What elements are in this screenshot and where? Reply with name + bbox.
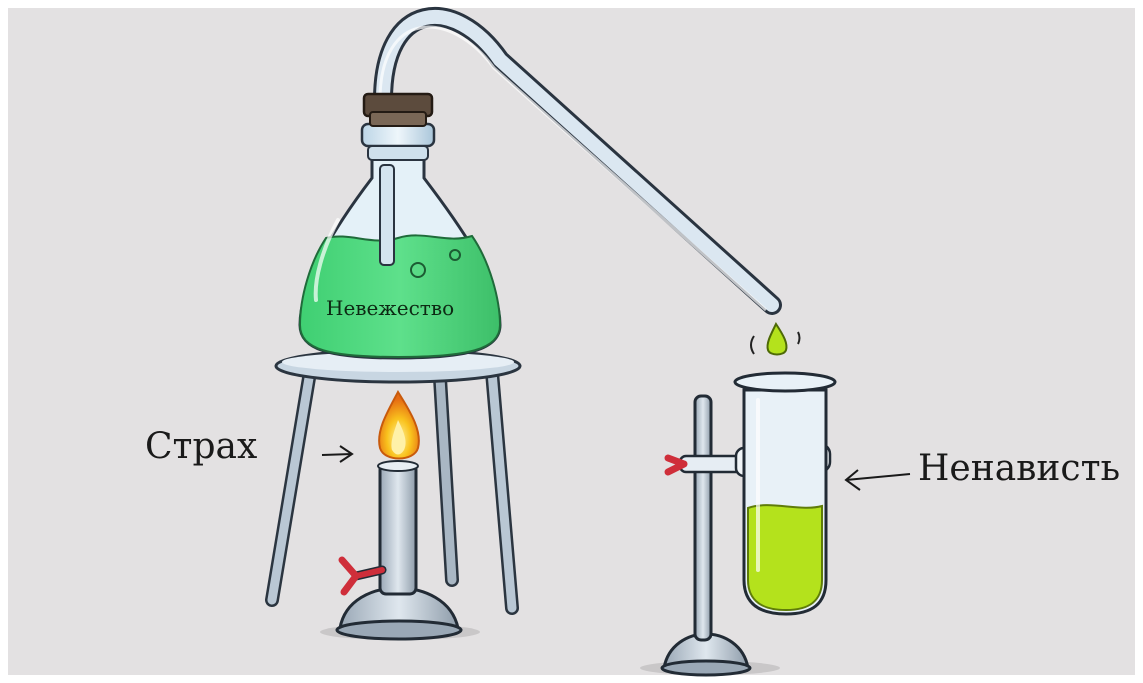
tube-arrow-icon bbox=[846, 470, 910, 490]
flame-icon bbox=[379, 392, 419, 459]
flask-liquid-label: Невежество bbox=[326, 296, 454, 320]
burner-arrow-icon bbox=[322, 446, 352, 462]
drop-icon bbox=[751, 324, 800, 355]
test-tube-icon bbox=[735, 373, 835, 614]
burner-label: Страх bbox=[145, 426, 257, 467]
test-tube-label: Ненависть bbox=[918, 448, 1120, 489]
